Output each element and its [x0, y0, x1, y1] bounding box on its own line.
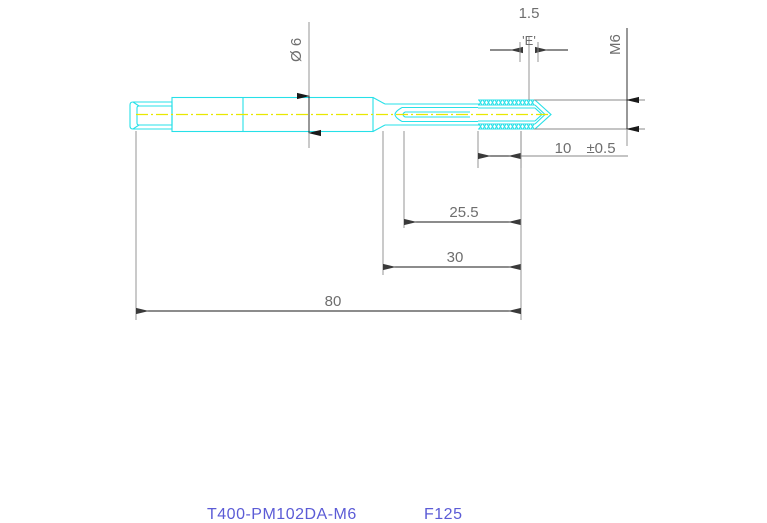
dim-label-thread-tolerance: ±0.5 [586, 140, 615, 157]
neck-shaft [394, 103, 480, 126]
dim-label-m6: M6 [607, 34, 624, 55]
thread-crest-teeth [478, 99, 535, 130]
dim-30 [382, 131, 521, 275]
dim-label-diameter-6: Ø 6 [288, 38, 305, 62]
dim-thread-m6 [534, 28, 645, 146]
dim-lead-1-5 [490, 36, 568, 100]
detail-tag-e: 'E' [522, 33, 536, 48]
dim-25-5 [403, 131, 521, 228]
dim-label-80: 80 [325, 293, 342, 310]
dim-overall-80 [135, 131, 522, 320]
thread-section [478, 99, 535, 130]
square-drive-end [129, 101, 173, 130]
dim-label-thread-length: 10 [555, 140, 572, 157]
dim-label-1-5: 1.5 [519, 5, 540, 22]
shank-taper [372, 97, 402, 132]
code-label: F125 [424, 506, 462, 523]
dim-label-30: 30 [447, 249, 464, 266]
part-number-label: T400-PM102DA-M6 [207, 506, 357, 523]
dim-label-25-5: 25.5 [449, 204, 478, 221]
dimension-layer [135, 22, 645, 320]
